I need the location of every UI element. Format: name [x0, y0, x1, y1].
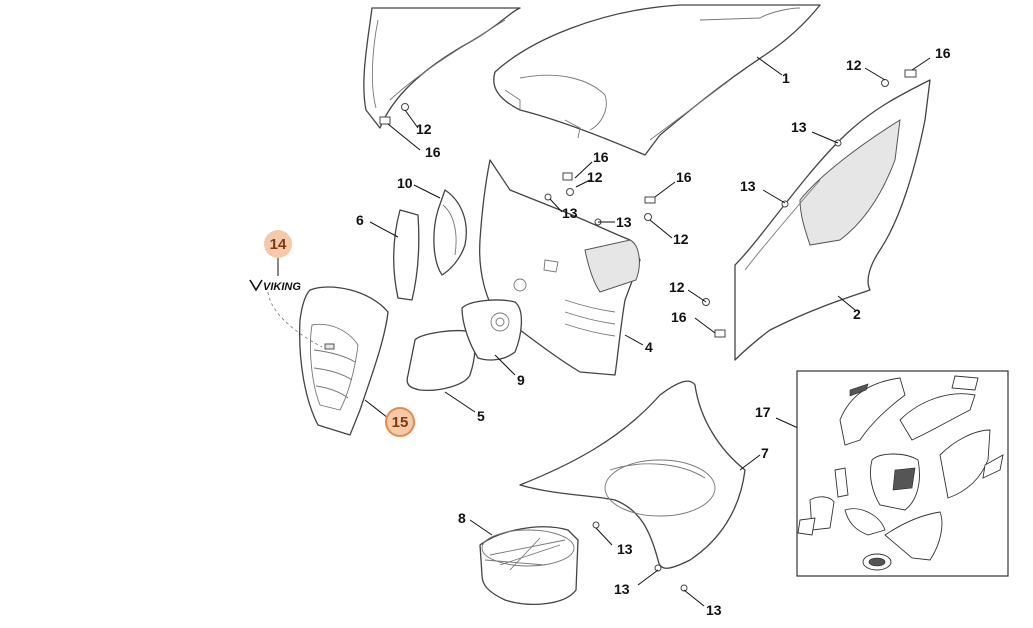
callout-16-b: 16 [935, 45, 951, 61]
headlight-housing-part-9[interactable] [461, 299, 523, 361]
callout-7: 7 [761, 445, 769, 461]
fan-part-8[interactable] [479, 526, 579, 605]
front-grille-part-15[interactable] [299, 286, 389, 436]
callout-6: 6 [356, 212, 364, 228]
callout-12-e: 12 [669, 279, 685, 295]
callout-8: 8 [458, 510, 466, 526]
callout-12-b: 12 [846, 57, 862, 73]
callout-2: 2 [853, 306, 861, 322]
callout-4: 4 [645, 339, 653, 355]
hood-part-1[interactable] [493, 4, 821, 156]
callout-10: 10 [397, 175, 413, 191]
callout-12-c: 12 [587, 169, 603, 185]
callout-1: 1 [782, 70, 790, 86]
callout-15[interactable]: 15 [385, 407, 415, 437]
callout-9: 9 [517, 372, 525, 388]
callout-13-d: 13 [616, 214, 632, 230]
callout-13-b: 13 [740, 178, 756, 194]
svg-text:14: 14 [270, 236, 287, 253]
callout-13-e: 13 [617, 541, 633, 557]
leader-lines [267, 56, 931, 607]
viking-logo-text: VIKING [263, 281, 301, 293]
callout-12-a: 12 [416, 121, 432, 137]
left-side-panel[interactable] [363, 7, 521, 129]
callout-16-a: 16 [425, 144, 441, 160]
callout-13-g: 13 [706, 602, 722, 618]
callout-16-c: 16 [593, 149, 609, 165]
inset-assembly-overview[interactable] [796, 370, 1009, 577]
callout-13-c: 13 [562, 205, 578, 221]
callout-14[interactable]: 14 [264, 230, 292, 258]
right-side-panel-part-2[interactable] [734, 79, 931, 361]
side-cover-part-6[interactable] [393, 209, 420, 301]
fasteners [379, 69, 917, 592]
front-cowl-part-7[interactable] [519, 380, 746, 569]
callout-5: 5 [477, 408, 485, 424]
callout-16-e: 16 [671, 309, 687, 325]
viking-logo: VIKING [249, 279, 301, 293]
lens-part-5[interactable] [406, 329, 476, 391]
callout-labels: 1 2 4 5 6 7 8 9 10 12 16 12 16 13 13 16 … [356, 45, 951, 618]
callout-17: 17 [755, 404, 771, 420]
callout-12-d: 12 [673, 231, 689, 247]
callout-13-f: 13 [614, 581, 630, 597]
svg-text:15: 15 [392, 414, 409, 431]
side-cover-part-10[interactable] [433, 189, 467, 276]
callout-16-d: 16 [676, 169, 692, 185]
callout-13-a: 13 [791, 119, 807, 135]
